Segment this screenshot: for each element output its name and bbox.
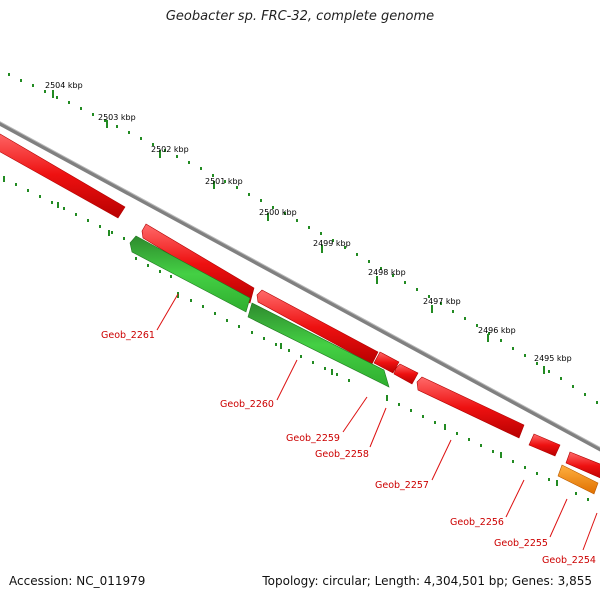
reverse-strand-genes [129,235,390,388]
kbp-label: 2501 kbp [205,177,243,186]
forward-strand-genes [0,133,600,479]
gene-arrow-forward [256,289,379,365]
gene-label: Geob_2258 [315,449,369,460]
kbp-label: 2502 kbp [151,145,189,154]
gene-label: Geob_2255 [494,538,548,549]
gene-labels: Geob_2261 Geob_2260 Geob_2259 Geob_2258 … [101,330,596,566]
kbp-label: 2500 kbp [259,208,297,217]
kbp-label: 2497 kbp [423,297,461,306]
gene-arrow-forward [416,376,525,439]
gene-label: Geob_2260 [220,399,274,410]
genome-summary-text: Topology: circular; Length: 4,304,501 bp… [262,574,592,588]
genome-backbone [0,121,600,452]
kbp-label: 2499 kbp [313,239,351,248]
gene-arrow-forward [393,363,419,385]
gene-arrow-forward [0,133,126,219]
gene-label: Geob_2259 [286,433,340,444]
gene-arrow-reverse [129,235,251,313]
label-connectors [156,293,598,551]
gene-arrow-reverse [247,302,390,388]
kbp-label: 2495 kbp [534,354,572,363]
kbp-label: 2504 kbp [45,81,83,90]
gene-label: Geob_2254 [542,555,596,566]
gene-label: Geob_2261 [101,330,155,341]
kbp-label: 2496 kbp [478,326,516,335]
gene-arrow-forward [565,451,600,479]
gene-arrow-forward [528,433,561,457]
kbp-labels: 2504 kbp 2503 kbp 2502 kbp 2501 kbp 2500… [45,81,572,363]
gene-arrow-forward [373,351,400,374]
kbp-label: 2503 kbp [98,113,136,122]
inner-tick-ring [3,176,589,501]
accession-text: Accession: NC_011979 [9,574,146,588]
gene-label: Geob_2257 [375,480,429,491]
gene-label: Geob_2256 [450,517,504,528]
map-title: Geobacter sp. FRC-32, complete genome [165,9,435,24]
gene-arrow-rna [557,464,599,495]
outer-tick-ring [8,73,598,404]
kbp-label: 2498 kbp [368,268,406,277]
